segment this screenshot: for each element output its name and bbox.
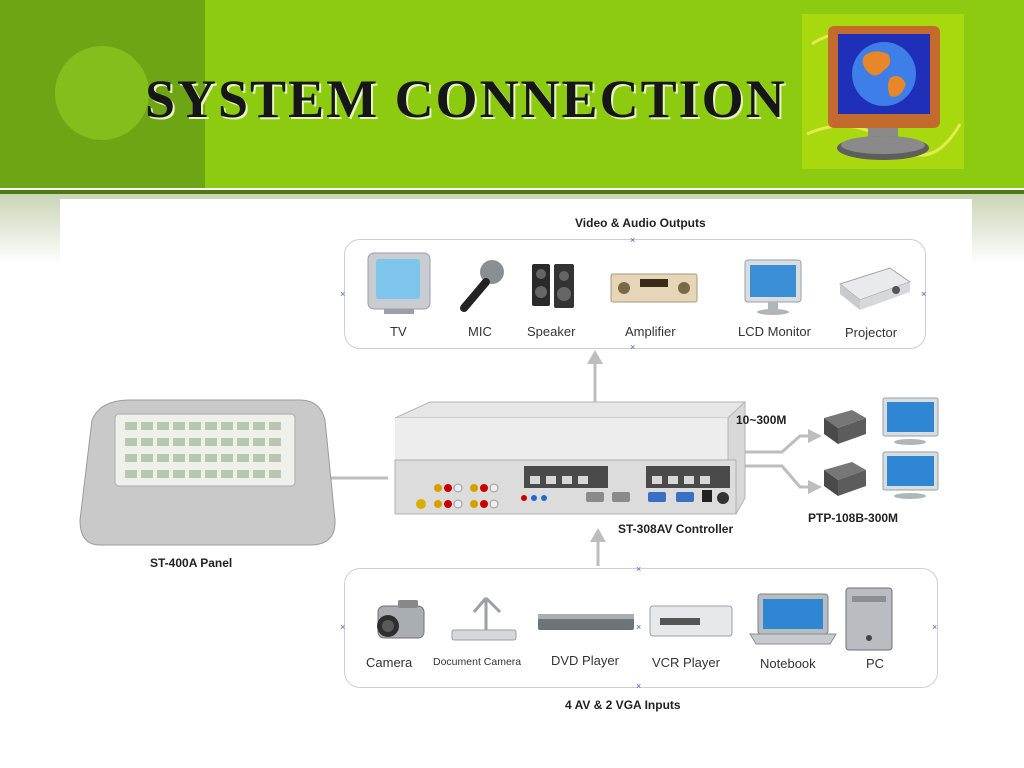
input-device-label-vcr-player: VCR Player: [652, 655, 720, 670]
slide-title: SYSTEM CONNECTION: [145, 69, 787, 129]
input-device-label-notebook: Notebook: [760, 656, 816, 671]
input-device-label-pc: PC: [866, 656, 885, 671]
camera-icon: [377, 600, 425, 639]
output-device-label-amplifier: Amplifier: [625, 324, 676, 339]
panel-label: ST-400A Panel: [150, 556, 233, 570]
marker-x: ×: [636, 564, 642, 574]
inputs-group: [344, 568, 938, 688]
input-device-label-camera: Camera: [366, 655, 413, 670]
output-device-label-mic: MIC: [468, 324, 492, 339]
marker-x: ×: [630, 342, 636, 352]
extender-distance-label: 10~300M: [736, 413, 787, 427]
tv-icon: [367, 252, 431, 314]
document-camera-icon: [451, 596, 517, 641]
output-device-label-lcd-monitor: LCD Monitor: [738, 324, 811, 339]
dvd-player-icon: [538, 614, 634, 630]
connection-arrows: [320, 350, 822, 566]
mic-icon: [460, 260, 504, 312]
output-device-label-projector: Projector: [845, 325, 898, 340]
st-400a-panel-icon: [79, 399, 336, 546]
pc-icon: [845, 587, 893, 651]
header-accent-circle: [55, 46, 149, 140]
ptp-extender-icon: [824, 397, 939, 445]
marker-x: ×: [921, 289, 927, 299]
globe-monitor-icon: [802, 14, 964, 169]
ptp-extender-icon: [824, 451, 939, 499]
input-device-label-dvd-player: DVD Player: [551, 653, 619, 668]
controller-label: ST-308AV Controller: [618, 522, 734, 536]
marker-x: ×: [636, 622, 642, 632]
marker-x: ×: [932, 622, 938, 632]
lcd-monitor-icon: [744, 259, 802, 315]
notebook-icon: [749, 593, 837, 645]
marker-x: ×: [630, 235, 636, 245]
vcr-player-icon: [649, 605, 733, 637]
input-device-label-document-camera: Document Camera: [433, 656, 522, 668]
speaker-icon: [532, 264, 574, 308]
outputs-heading: Video & Audio Outputs: [575, 216, 706, 230]
header-divider: [0, 190, 1024, 194]
output-device-label-tv: TV: [390, 324, 407, 339]
st-308av-controller-icon: [394, 400, 747, 515]
marker-x: ×: [340, 289, 346, 299]
projector-icon: [838, 267, 912, 310]
amplifier-icon: [610, 273, 698, 303]
marker-x: ×: [636, 681, 642, 691]
extender-label: PTP-108B-300M: [808, 511, 899, 525]
marker-x: ×: [340, 622, 346, 632]
output-device-label-speaker: Speaker: [527, 324, 576, 339]
inputs-heading: 4 AV & 2 VGA Inputs: [565, 698, 681, 712]
